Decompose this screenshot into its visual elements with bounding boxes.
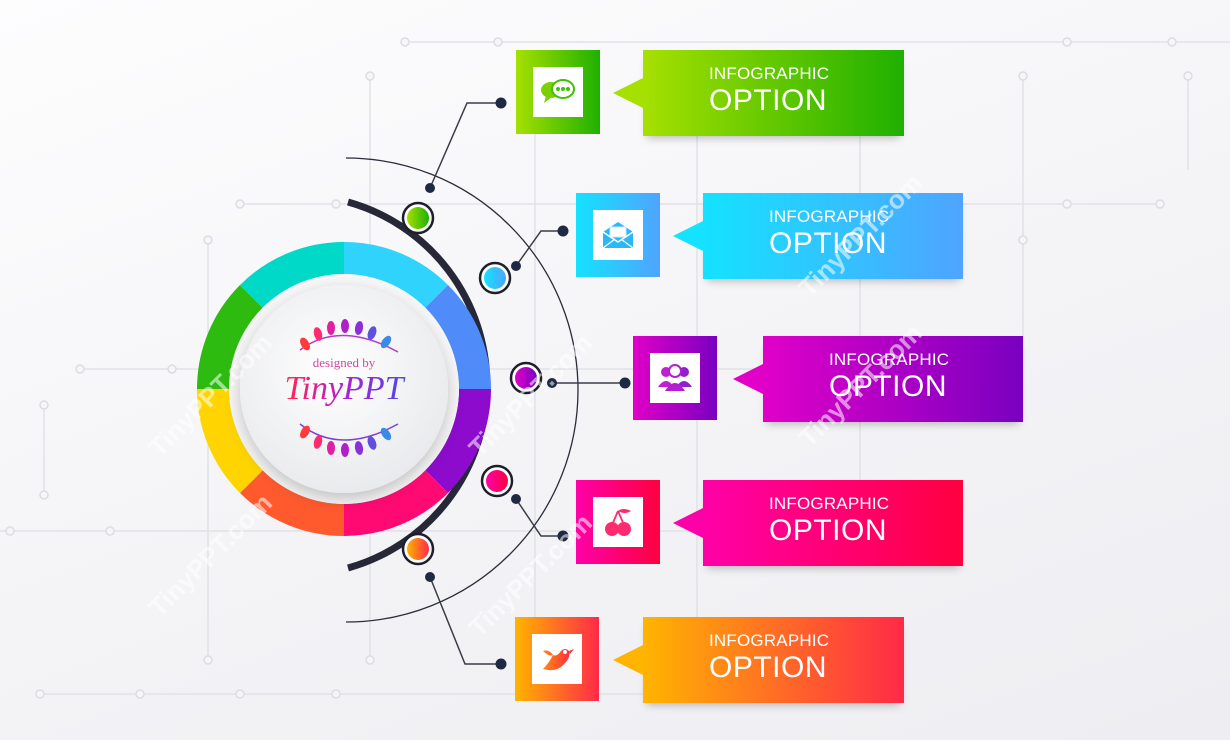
cherries-icon [605,509,631,536]
option-1-subtitle: INFOGRAPHIC [709,64,830,83]
laurel-decoration [299,319,399,457]
option-3-title: OPTION [829,370,948,403]
designed-by-text: designed by [312,355,376,370]
option-4-subtitle: INFOGRAPHIC [769,494,890,513]
option-4-icon-tile [576,480,660,564]
center-logo: designed by TinyPPT [244,355,444,407]
option-1-title: OPTION [709,84,828,117]
option-card-5[interactable]: INFOGRAPHIC OPTION [515,617,904,703]
option-5-title: OPTION [709,651,828,684]
user-group-icon [658,364,692,391]
open-envelope-icon [602,222,634,249]
option-5-label: INFOGRAPHIC OPTION [613,617,904,703]
brand-name: TinyPPT [244,371,444,407]
option-card-4[interactable]: INFOGRAPHIC OPTION [576,480,963,566]
option-5-icon-tile [515,617,599,701]
option-4-title: OPTION [769,514,888,547]
option-2-title: OPTION [769,227,888,260]
bird-icon [543,649,574,671]
option-4-label: INFOGRAPHIC OPTION [673,480,963,566]
option-2-icon-tile [576,193,660,277]
option-2-label: INFOGRAPHIC OPTION [673,193,963,279]
option-3-icon-tile [633,336,717,420]
option-3-label: INFOGRAPHIC OPTION [733,336,1023,422]
option-card-1[interactable]: INFOGRAPHIC OPTION [516,50,904,136]
chat-bubbles-icon [541,79,575,103]
option-1-label: INFOGRAPHIC OPTION [613,50,904,136]
option-card-3[interactable]: INFOGRAPHIC OPTION [633,336,1023,422]
option-1-icon-tile [516,50,600,134]
option-5-subtitle: INFOGRAPHIC [709,631,830,650]
option-card-2[interactable]: INFOGRAPHIC OPTION [576,193,963,279]
option-3-subtitle: INFOGRAPHIC [829,350,950,369]
option-2-subtitle: INFOGRAPHIC [769,207,890,226]
